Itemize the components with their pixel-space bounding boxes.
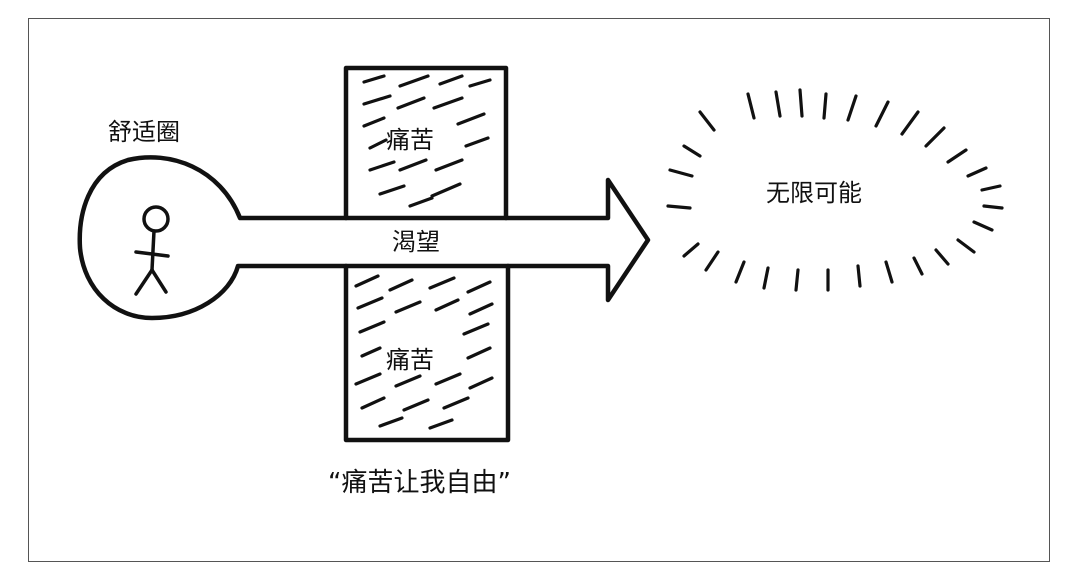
infinite-possibilities-label: 无限可能 — [766, 179, 862, 207]
pain-top-label: 痛苦 — [386, 126, 434, 154]
pain-bottom-label: 痛苦 — [386, 346, 434, 374]
caption-quote: “痛苦让我自由” — [328, 468, 511, 498]
comfort-zone-label: 舒适圈 — [108, 118, 180, 146]
desire-label: 渴望 — [392, 228, 440, 256]
comfort-zone-and-arrow-outline — [77, 155, 651, 321]
pain-wall-bottom-hatching — [354, 274, 494, 430]
pain-wall-top — [343, 65, 509, 221]
pain-wall-top-hatching — [362, 74, 492, 208]
figure-frame — [28, 18, 1050, 562]
pain-wall-bottom — [343, 263, 511, 443]
radiating-burst-icon — [666, 88, 1004, 292]
stick-figure-icon — [134, 205, 170, 296]
